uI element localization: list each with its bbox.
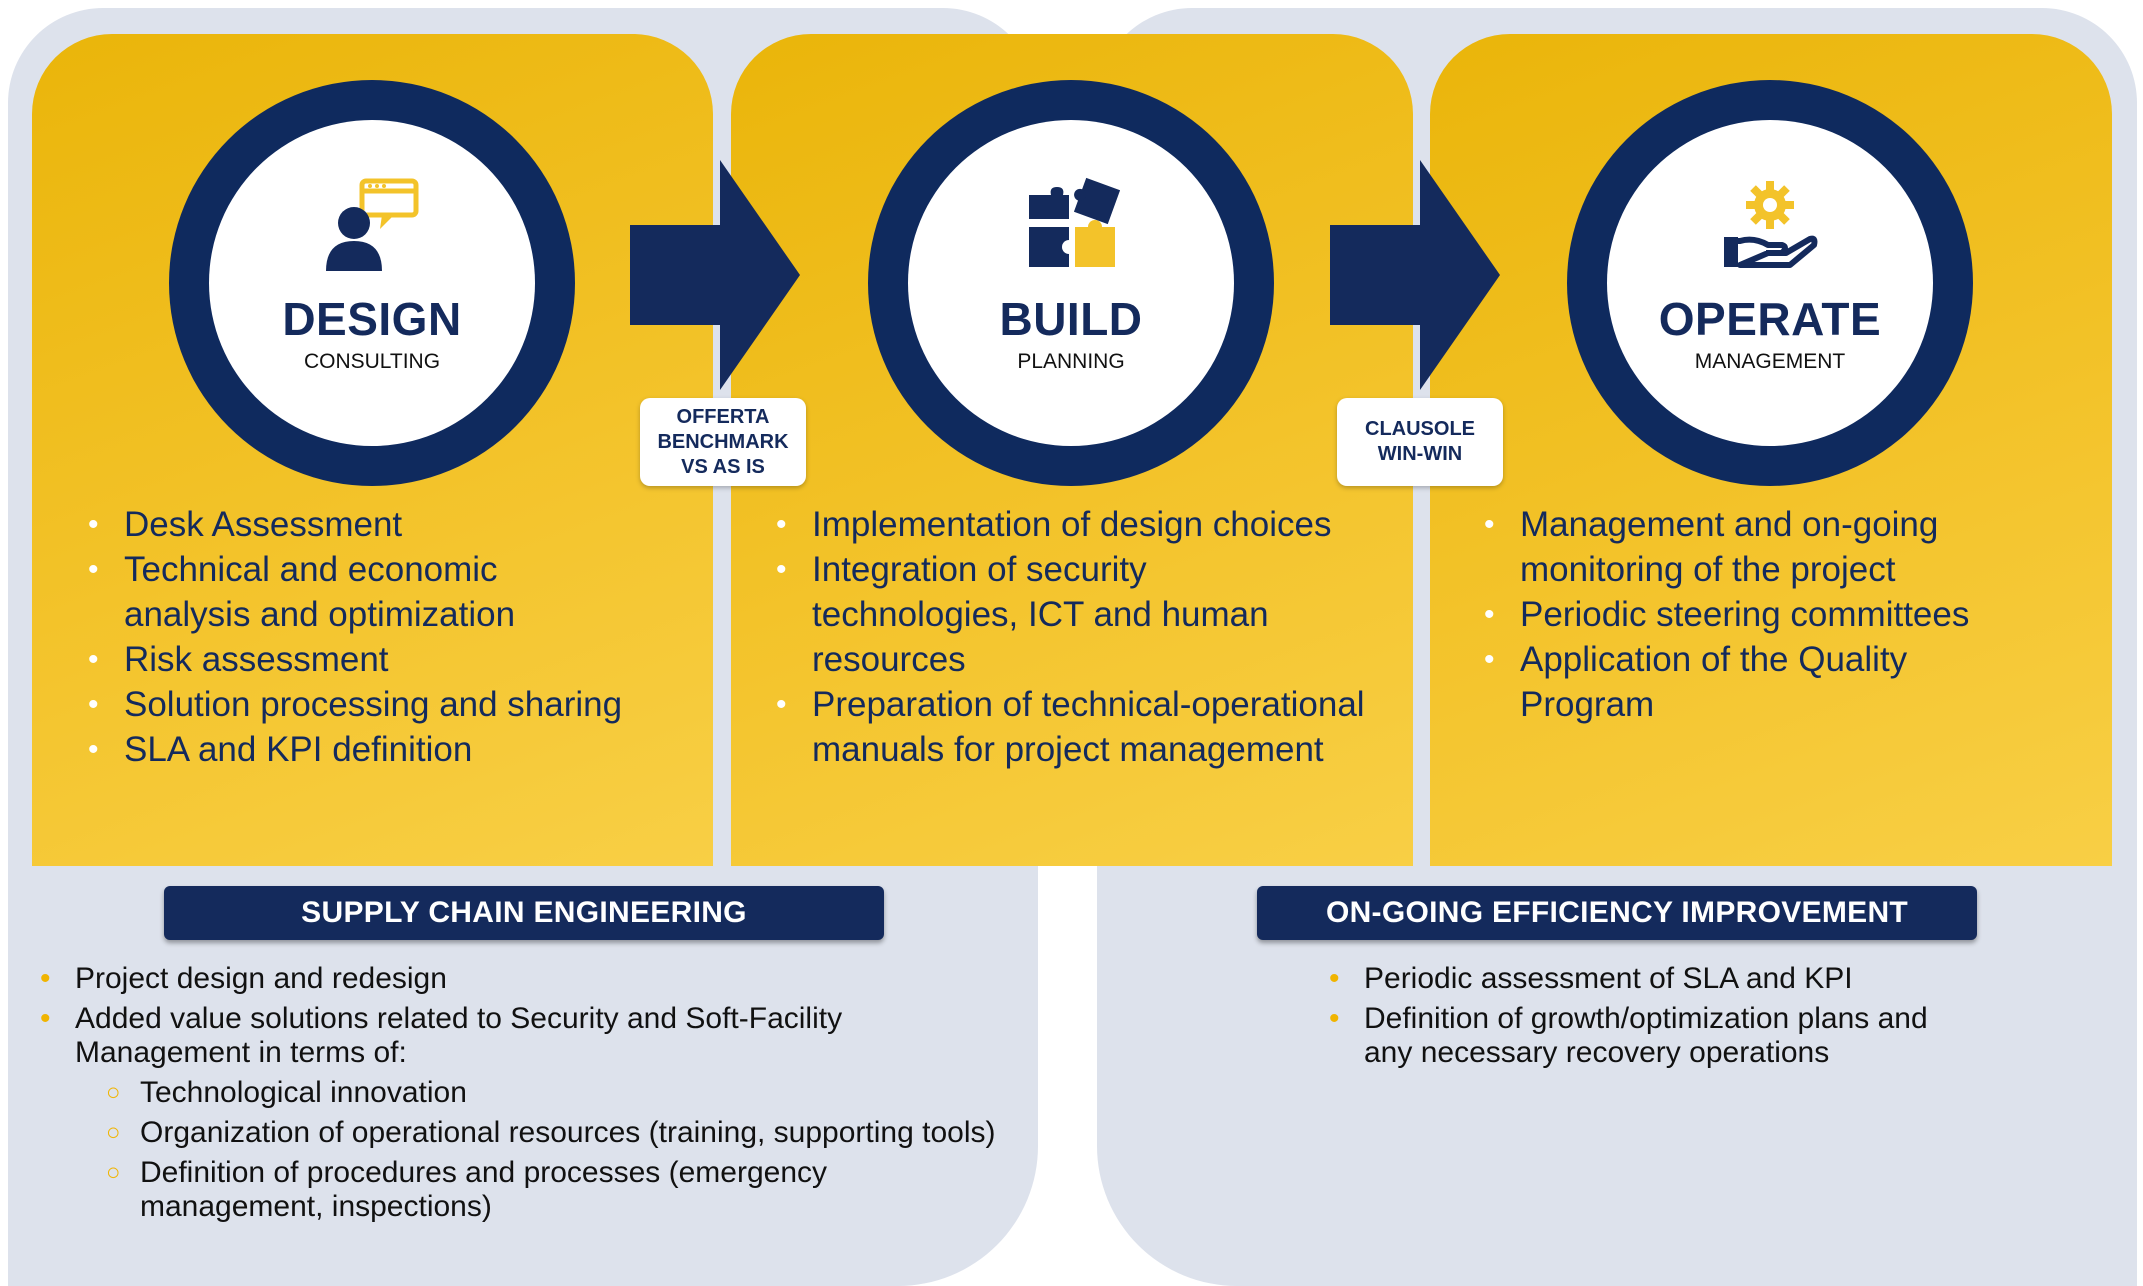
- design-activity-item: Technical and economic analysis and opti…: [84, 547, 554, 637]
- build-activity-item: Integration of security technologies, IC…: [772, 547, 1332, 682]
- efficiency-improvement-banner: ON-GOING EFFICIENCY IMPROVEMENT: [1257, 886, 1977, 940]
- build-circle: BUILD PLANNING: [868, 80, 1274, 486]
- user-chat-icon: [326, 178, 419, 271]
- design-to-build-arrow: [630, 160, 800, 390]
- design-stage-card: DESIGN CONSULTING Desk Assessment Techni…: [32, 34, 713, 866]
- supply-chain-item: Project design and redesign: [40, 962, 1000, 996]
- build-activities-list: Implementation of design choices Integra…: [772, 502, 1392, 772]
- tag-line: WIN-WIN: [1377, 443, 1463, 465]
- tag-line: CLAUSOLE: [1365, 418, 1475, 440]
- supply-chain-subitem: Technological innovation: [40, 1076, 1000, 1110]
- build-activity-item: Preparation of technical-operational man…: [772, 682, 1372, 772]
- operate-subtitle: MANAGEMENT: [1694, 350, 1846, 373]
- efficiency-item: Periodic assessment of SLA and KPI: [1329, 962, 2049, 996]
- build-activity-item: Implementation of design choices: [772, 502, 1392, 547]
- clausole-win-win-tag: CLAUSOLE WIN-WIN: [1337, 398, 1503, 486]
- build-to-operate-arrow: [1330, 160, 1500, 390]
- design-activity-item: Desk Assessment: [84, 502, 622, 547]
- efficiency-list: Periodic assessment of SLA and KPI Defin…: [1329, 962, 2049, 1076]
- operate-title: OPERATE: [1658, 293, 1882, 345]
- design-activity-item: SLA and KPI definition: [84, 727, 622, 772]
- operate-activity-item: Management and on-going monitoring of th…: [1480, 502, 1990, 592]
- design-subtitle: CONSULTING: [303, 350, 441, 373]
- build-stage-card: BUILD PLANNING Implementation of design …: [731, 34, 1413, 866]
- tag-line: BENCHMARK: [657, 430, 789, 453]
- operate-activity-item: Periodic steering committees: [1480, 592, 2060, 637]
- operate-circle: OPERATE MANAGEMENT: [1567, 80, 1973, 486]
- supply-chain-item: Added value solutions related to Securit…: [40, 1002, 955, 1070]
- gear-hand-icon: [1724, 181, 1818, 268]
- supply-chain-engineering-banner: SUPPLY CHAIN ENGINEERING: [164, 886, 884, 940]
- build-subtitle: PLANNING: [1017, 350, 1125, 373]
- tag-line: OFFERTA: [676, 405, 770, 428]
- supply-chain-list: Project design and redesign Added value …: [40, 962, 1000, 1230]
- build-title: BUILD: [999, 293, 1143, 345]
- design-activity-item: Solution processing and sharing: [84, 682, 622, 727]
- supply-chain-subitem: Organization of operational resources (t…: [40, 1116, 1000, 1150]
- design-activities-list: Desk Assessment Technical and economic a…: [84, 502, 622, 772]
- efficiency-item: Definition of growth/optimization plans …: [1329, 1002, 1964, 1070]
- tag-line: VS AS IS: [681, 455, 765, 478]
- design-activity-item: Risk assessment: [84, 637, 622, 682]
- offerta-benchmark-tag: OFFERTA BENCHMARK VS AS IS: [640, 398, 806, 486]
- puzzle-icon: [1029, 177, 1121, 267]
- design-circle: DESIGN CONSULTING: [169, 80, 575, 486]
- operate-activity-item: Application of the Quality Program: [1480, 637, 1970, 727]
- design-title: DESIGN: [282, 293, 462, 345]
- operate-activities-list: Management and on-going monitoring of th…: [1480, 502, 2060, 727]
- supply-chain-subitem: Definition of procedures and processes (…: [40, 1156, 940, 1224]
- operate-stage-card: OPERATE MANAGEMENT Management and on-goi…: [1430, 34, 2112, 866]
